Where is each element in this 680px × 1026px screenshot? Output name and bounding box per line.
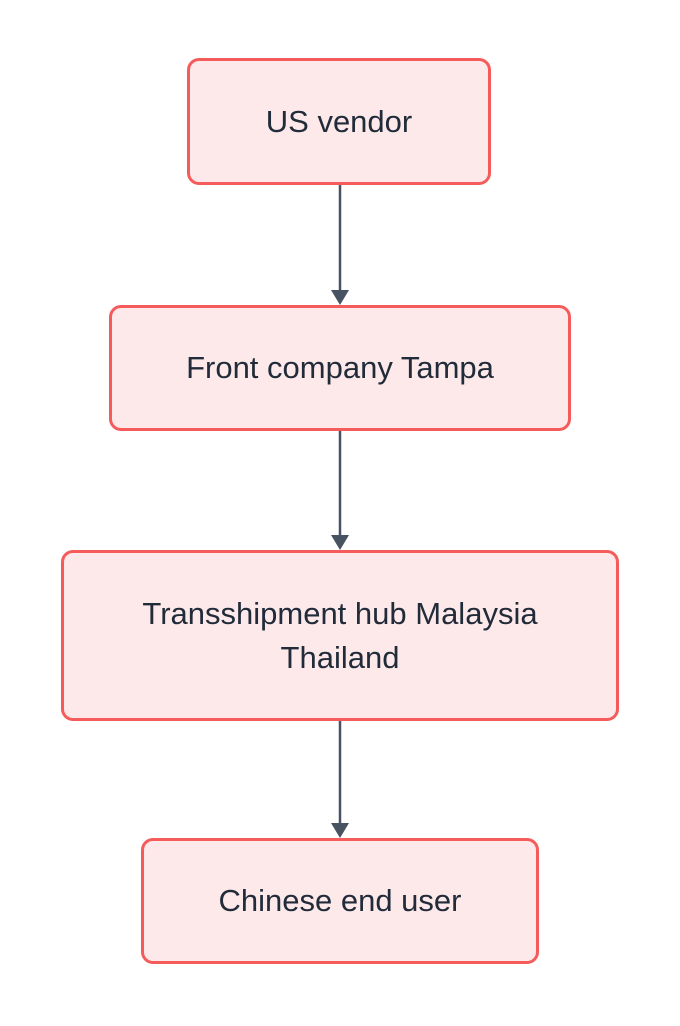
edge-us-vendor-to-front-company [331,185,349,305]
arrowhead-down-icon [331,535,349,550]
edge-transshipment-hub-to-chinese-end-user [331,721,349,838]
arrowhead-down-icon [331,290,349,305]
node-label: Chinese end user [218,883,462,918]
node-label: Transshipment hub Malaysia Thailand [142,595,538,675]
node-chinese-end-user: Chinese end user [141,838,539,964]
node-transshipment-hub-malaysia-thailand: Transshipment hub Malaysia Thailand [61,550,619,721]
node-label: US vendor [265,103,413,139]
node-us-vendor: US vendor [187,58,491,185]
edge-front-company-to-transshipment-hub [331,431,349,550]
node-front-company-tampa: Front company Tampa [109,305,571,431]
arrowhead-down-icon [331,823,349,838]
node-label: Front company Tampa [186,350,494,385]
